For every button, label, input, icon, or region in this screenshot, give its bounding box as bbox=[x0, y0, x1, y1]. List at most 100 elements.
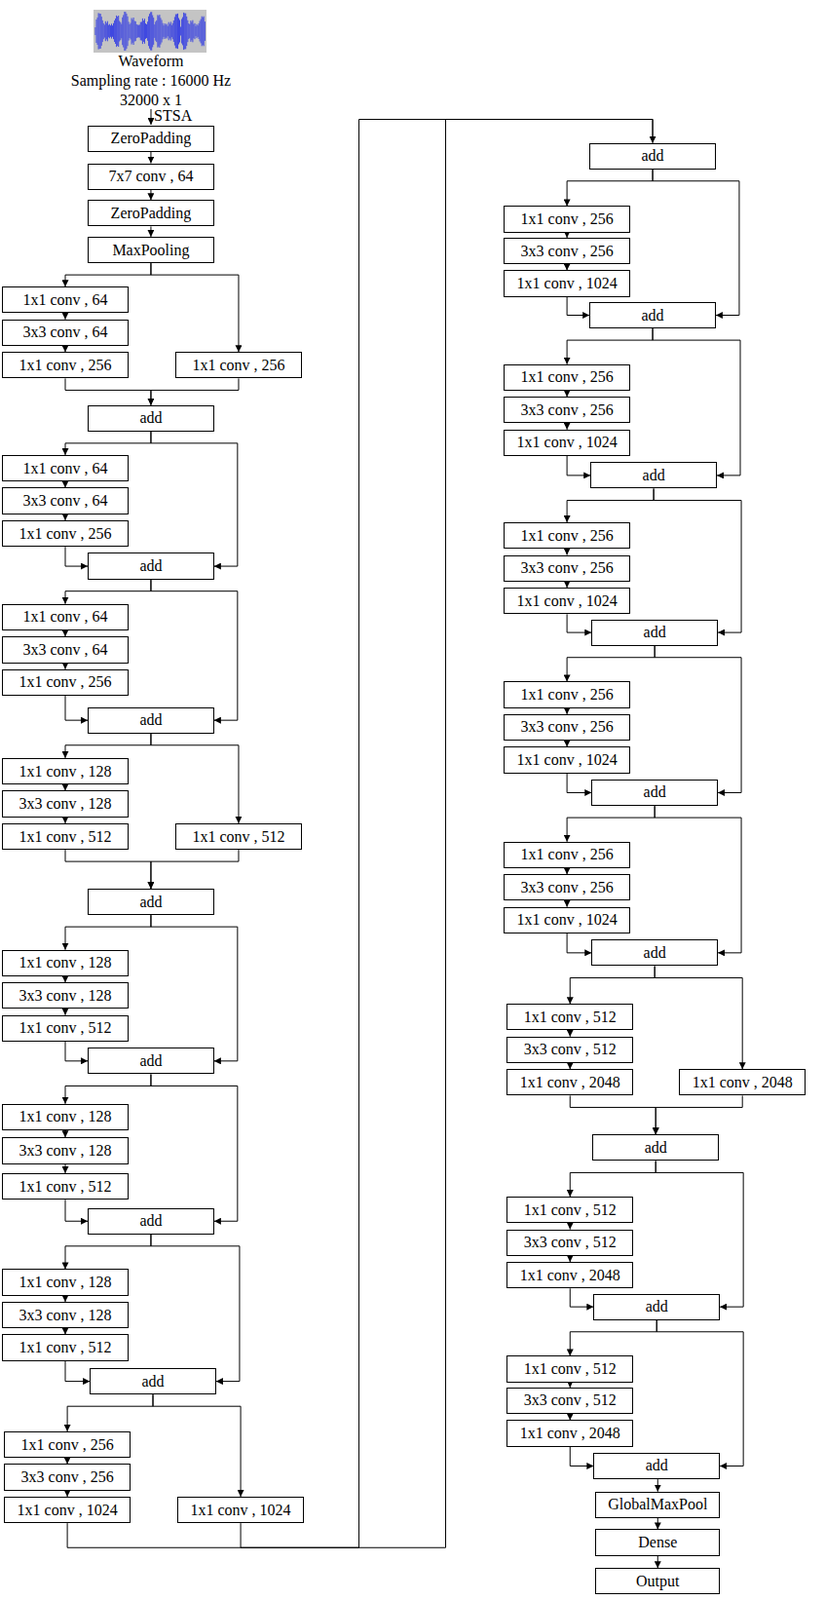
layer-label: 3x3 conv , 512 bbox=[524, 1233, 617, 1251]
flow-arrow bbox=[652, 328, 741, 476]
caption-label: Waveform bbox=[117, 52, 184, 71]
layer-label: 1x1 conv , 1024 bbox=[517, 433, 618, 451]
layer-box: 3x3 conv , 64 bbox=[1, 319, 129, 346]
layer-box: MaxPooling bbox=[87, 236, 215, 263]
flow-arrow bbox=[657, 1478, 659, 1492]
layer-label: 1x1 conv , 256 bbox=[18, 525, 112, 543]
layer-label: 1x1 conv , 2048 bbox=[520, 1073, 621, 1091]
layer-box: 1x1 conv , 2048 bbox=[678, 1068, 806, 1095]
layer-label: 1x1 conv , 256 bbox=[18, 356, 112, 375]
layer-label: add bbox=[640, 147, 664, 165]
flow-arrow bbox=[65, 579, 151, 604]
layer-box: 1x1 conv , 512 bbox=[506, 1354, 634, 1382]
layer-label: 7x7 conv , 64 bbox=[108, 167, 193, 186]
layer-label: 1x1 conv , 2048 bbox=[520, 1424, 621, 1442]
layer-box: add bbox=[591, 779, 718, 806]
flow-arrow bbox=[65, 262, 151, 287]
flow-arrow bbox=[65, 546, 88, 566]
flow-arrow bbox=[652, 169, 740, 316]
layer-label: add bbox=[643, 783, 667, 801]
layer-label: 1x1 conv , 256 bbox=[521, 845, 614, 863]
flow-arrow bbox=[654, 805, 742, 953]
flow-arrow bbox=[656, 1319, 744, 1466]
layer-box: 3x3 conv , 256 bbox=[503, 237, 631, 264]
layer-box: 3x3 conv , 256 bbox=[503, 396, 631, 423]
flow-arrow bbox=[566, 613, 592, 633]
layer-label: add bbox=[141, 1372, 164, 1390]
layer-label: add bbox=[139, 1051, 162, 1070]
layer-label: 1x1 conv , 64 bbox=[22, 291, 108, 309]
flow-arrow bbox=[65, 1129, 67, 1137]
flow-arrow bbox=[150, 579, 238, 720]
flow-arrow bbox=[65, 914, 151, 950]
layer-box: 1x1 conv , 256 bbox=[503, 205, 631, 232]
layer-label: 1x1 conv , 2048 bbox=[692, 1073, 793, 1091]
layer-label: 1x1 conv , 256 bbox=[521, 368, 614, 386]
flow-arrow bbox=[566, 645, 655, 682]
flow-arrow bbox=[65, 849, 151, 889]
layer-box: 1x1 conv , 1024 bbox=[503, 429, 631, 456]
layer-box: add bbox=[87, 707, 215, 734]
layer-box: 3x3 conv , 64 bbox=[1, 636, 129, 663]
layer-label: 3x3 conv , 256 bbox=[21, 1467, 114, 1486]
layer-label: 1x1 conv , 256 bbox=[521, 685, 614, 704]
layer-label: add bbox=[642, 466, 666, 485]
layer-label: add bbox=[643, 943, 667, 962]
layer-label: Output bbox=[636, 1572, 679, 1590]
layer-box: 3x3 conv , 512 bbox=[506, 1229, 634, 1256]
caption-label: STSA bbox=[153, 107, 192, 125]
layer-box: 1x1 conv , 128 bbox=[1, 757, 129, 785]
layer-box: add bbox=[591, 619, 718, 646]
flow-arrow bbox=[65, 1199, 88, 1221]
flow-arrow bbox=[150, 189, 151, 200]
layer-box: 1x1 conv , 64 bbox=[1, 603, 129, 631]
layer-label: 1x1 conv , 512 bbox=[18, 1338, 112, 1356]
flow-arrow bbox=[569, 965, 655, 1004]
waveform-background bbox=[93, 9, 207, 53]
layer-label: add bbox=[139, 711, 162, 729]
layer-box: Dense bbox=[595, 1528, 720, 1555]
layer-label: 3x3 conv , 256 bbox=[521, 401, 614, 419]
layer-label: 3x3 conv , 256 bbox=[521, 242, 614, 261]
layer-box: 3x3 conv , 128 bbox=[1, 981, 129, 1009]
layer-box: 1x1 conv , 1024 bbox=[503, 269, 631, 297]
layer-box: 1x1 conv , 512 bbox=[506, 1196, 634, 1223]
layer-box: 3x3 conv , 64 bbox=[1, 487, 129, 514]
flow-arrow bbox=[65, 431, 151, 455]
layer-box: ZeroPadding bbox=[87, 199, 215, 226]
layer-box: 1x1 conv , 256 bbox=[503, 364, 631, 391]
flow-arrow bbox=[655, 1160, 744, 1307]
flow-arrow bbox=[150, 1073, 238, 1221]
layer-label: 3x3 conv , 128 bbox=[18, 1141, 112, 1160]
layer-box: 7x7 conv , 64 bbox=[87, 163, 215, 190]
flow-arrow bbox=[65, 1041, 88, 1061]
flow-arrow bbox=[566, 933, 592, 953]
flow-arrow bbox=[150, 225, 151, 236]
flow-arrow bbox=[566, 328, 653, 365]
layer-label: add bbox=[645, 1297, 669, 1315]
layer-label: 1x1 conv , 128 bbox=[18, 953, 112, 972]
layer-box: 3x3 conv , 128 bbox=[1, 789, 129, 817]
layer-box: add bbox=[87, 552, 215, 579]
layer-box: 1x1 conv , 512 bbox=[1, 1172, 129, 1200]
layer-label: 1x1 conv , 64 bbox=[22, 459, 108, 478]
flow-arrow bbox=[566, 773, 592, 793]
flow-arrow bbox=[566, 487, 654, 523]
layer-box: 3x3 conv , 128 bbox=[1, 1301, 129, 1328]
layer-box: 1x1 conv , 1024 bbox=[503, 746, 631, 773]
layer-box: 3x3 conv , 512 bbox=[506, 1036, 634, 1063]
layer-label: 3x3 conv , 128 bbox=[18, 986, 112, 1005]
layer-label: 3x3 conv , 64 bbox=[22, 640, 108, 659]
flow-arrow bbox=[65, 695, 88, 720]
layer-label: add bbox=[139, 1211, 162, 1230]
layer-label: 1x1 conv , 256 bbox=[21, 1435, 114, 1454]
layer-box: 1x1 conv , 256 bbox=[503, 680, 631, 708]
flow-arrow bbox=[653, 487, 742, 633]
layer-box: 1x1 conv , 1024 bbox=[503, 587, 631, 614]
layer-label: 1x1 conv , 256 bbox=[18, 673, 112, 691]
layer-box: 1x1 conv , 256 bbox=[1, 669, 129, 696]
layer-box: 1x1 conv , 2048 bbox=[506, 1261, 634, 1288]
layer-box: add bbox=[590, 461, 717, 488]
layer-label: 1x1 conv , 2048 bbox=[520, 1266, 621, 1284]
